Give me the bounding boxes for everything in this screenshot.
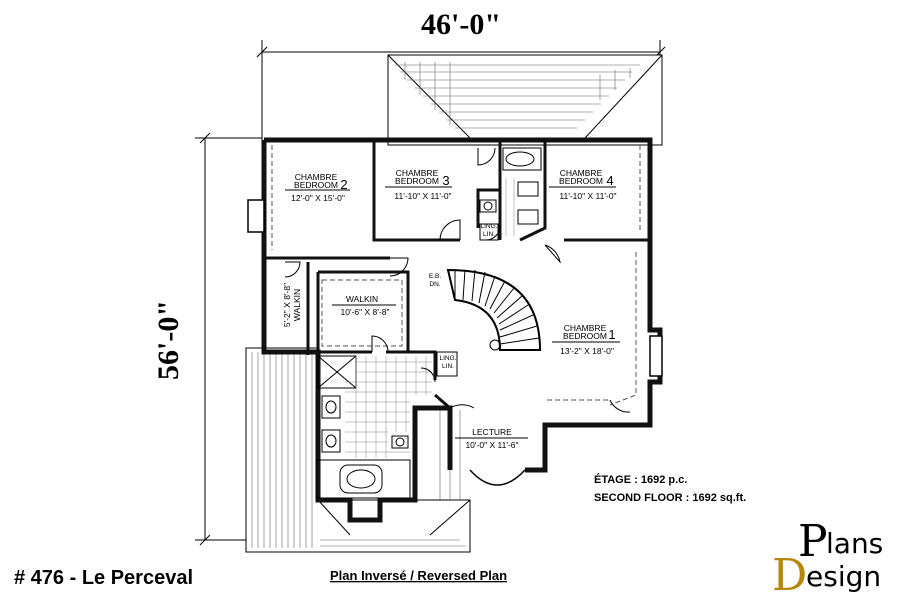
lecture-label: LECTURE bbox=[472, 427, 512, 437]
area-info: ÉTAGE : 1692 p.c. SECOND FLOOR : 1692 sq… bbox=[594, 473, 746, 504]
walkin-main-label: WALKIN bbox=[346, 294, 378, 304]
interior-walls bbox=[264, 140, 650, 410]
chambre3-size: 11'-10" X 11'-0" bbox=[394, 191, 451, 201]
stairs-label: E.B. DN. bbox=[429, 273, 441, 288]
chambre2-num: 2 bbox=[340, 177, 347, 192]
walkin-small-size: 5'-2" X 8'-8" bbox=[282, 283, 292, 327]
roof-top bbox=[387, 54, 663, 146]
chambre3-en: BEDROOM bbox=[395, 176, 439, 186]
room-chambre2: CHAMBRE BEDROOM 2 12'-0" X 15'-0" bbox=[285, 172, 350, 203]
chambre1-num: 1 bbox=[608, 327, 615, 342]
ling1-line2: LIN. bbox=[483, 231, 495, 238]
chambre2-en: BEDROOM bbox=[294, 180, 338, 190]
staircase bbox=[446, 268, 542, 351]
ceiling-lines bbox=[271, 145, 641, 406]
chambre1-fr: CHAMBRE bbox=[564, 323, 607, 333]
ling2-line2: LIN. bbox=[442, 363, 454, 370]
chambre4-fr: CHAMBRE bbox=[560, 168, 603, 178]
chambre4-num: 4 bbox=[606, 173, 613, 188]
area-fr: ÉTAGE : 1692 p.c. bbox=[594, 473, 687, 486]
chambre3-num: 3 bbox=[442, 173, 449, 188]
area-en: SECOND FLOOR : 1692 sq.ft. bbox=[594, 492, 746, 504]
plan-type: Plan Inversé / Reversed Plan bbox=[330, 568, 507, 583]
width-dimension: 46'-0" bbox=[256, 8, 666, 140]
room-lecture: LECTURE 10'-0" X 11'-6" bbox=[455, 427, 528, 450]
ling1-line1: LING. bbox=[481, 223, 498, 230]
chambre3-fr: CHAMBRE bbox=[396, 168, 439, 178]
lecture-size: 10'-0" X 11'-6" bbox=[465, 440, 518, 450]
bathroom-fixtures bbox=[315, 147, 542, 499]
stairs-line2: DN. bbox=[429, 281, 440, 288]
chambre2-fr: CHAMBRE bbox=[295, 172, 338, 182]
logo-word-esign: esign bbox=[806, 560, 881, 593]
plan-name: # 476 - Le Perceval bbox=[14, 567, 193, 589]
room-walkin-small: WALKIN 5'-2" X 8'-8" bbox=[282, 283, 302, 327]
chambre4-size: 11'-10" X 11'-0" bbox=[559, 191, 616, 201]
room-chambre1: CHAMBRE BEDROOM 1 13'-2" X 18'-0" bbox=[552, 323, 620, 356]
ling2-line1: LING. bbox=[440, 355, 457, 362]
depth-dimension: 56'-0" bbox=[152, 132, 262, 546]
logo-word-lans: lans bbox=[826, 527, 883, 560]
windows bbox=[247, 199, 663, 486]
plans-design-logo: P lans D esign bbox=[772, 516, 883, 600]
doors bbox=[284, 147, 631, 413]
walkin-small-label: WALKIN bbox=[292, 289, 302, 321]
logo-letter-d: D bbox=[772, 550, 807, 600]
linen-closets: LING. LIN. LING. LIN. bbox=[440, 223, 498, 370]
width-label: 46'-0" bbox=[421, 8, 501, 41]
stairs-line1: E.B. bbox=[429, 273, 441, 280]
room-chambre4: CHAMBRE BEDROOM 4 11'-10" X 11'-0" bbox=[549, 168, 617, 201]
walkin-main-size: 10'-6" X 8'-8" bbox=[341, 307, 390, 317]
chambre2-size: 12'-0" X 15'-0" bbox=[291, 193, 345, 203]
logo-letter-p: P bbox=[798, 516, 828, 567]
room-chambre3: CHAMBRE BEDROOM 3 11'-10" X 11'-0" bbox=[385, 168, 452, 201]
exterior-walls bbox=[261, 137, 663, 523]
chambre1-size: 13'-2" X 18'-0" bbox=[560, 346, 614, 356]
bathroom-tiles bbox=[345, 178, 515, 458]
depth-label: 56'-0" bbox=[152, 300, 185, 380]
chambre4-en: BEDROOM bbox=[559, 176, 603, 186]
room-walkin-main: WALKIN 10'-6" X 8'-8" bbox=[332, 294, 396, 317]
chambre1-en: BEDROOM bbox=[563, 331, 607, 341]
